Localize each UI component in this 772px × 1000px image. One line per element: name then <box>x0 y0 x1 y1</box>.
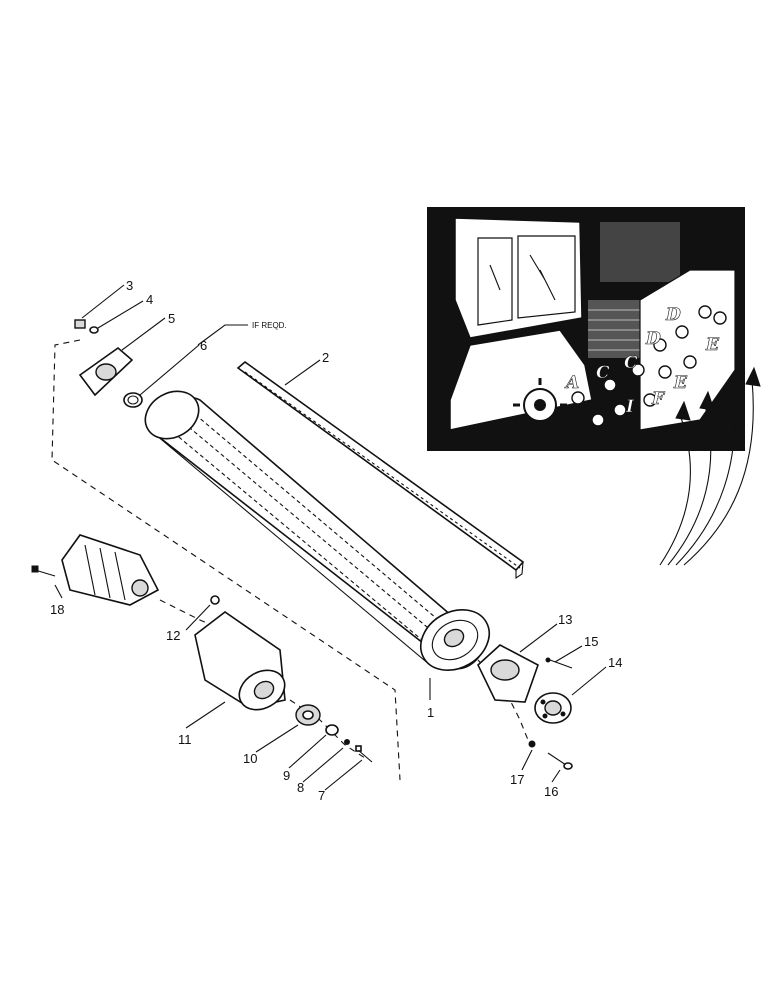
callout-8: 8 <box>297 780 304 795</box>
part-16-bolt <box>547 752 573 770</box>
part-13-bearing-housing <box>477 644 539 703</box>
callout-6: 6 <box>200 338 207 353</box>
callout-16: 16 <box>544 784 558 799</box>
callout-7: 7 <box>318 788 325 803</box>
callout-11: 11 <box>178 732 192 747</box>
callout-12: 12 <box>166 628 180 643</box>
inset-letter-d-1: D <box>645 329 661 349</box>
part-1-drum <box>144 390 490 671</box>
leader-lines <box>54 284 607 791</box>
inset-letter-d-2: D <box>665 305 681 325</box>
part-5-flange-plate <box>78 346 134 397</box>
inset-letter-c-1: C <box>596 363 610 383</box>
callout-2: 2 <box>322 350 329 365</box>
callout-17: 17 <box>510 772 524 787</box>
if-reqd-note: IF REQD. <box>252 321 287 330</box>
inset-letter-c-2: C <box>624 353 638 373</box>
part-10-sprocket <box>295 704 321 726</box>
callout-4: 4 <box>146 292 153 307</box>
part-17-nut <box>528 740 536 748</box>
callout-10: 10 <box>243 751 257 766</box>
part-14-bearing <box>534 692 572 724</box>
inset-letter-e-2: E <box>673 373 688 393</box>
inset-letter-e-1: E <box>705 335 720 355</box>
callout-18: 18 <box>50 602 64 617</box>
callout-1: 1 <box>427 705 434 720</box>
inset-cab-panel: A C C D D E E F I <box>427 207 745 451</box>
part-18-screw <box>31 565 56 577</box>
part-8-washer <box>344 739 350 745</box>
part-12-nut <box>210 595 220 605</box>
callout-9: 9 <box>283 768 290 783</box>
hydraulic-motor <box>61 534 160 606</box>
part-9-spacer <box>325 724 339 736</box>
inset-letter-f: F <box>651 389 666 409</box>
part-2-toothed-strip <box>236 360 525 580</box>
callout-3: 3 <box>126 278 133 293</box>
part-4-washer <box>89 326 99 334</box>
callout-13: 13 <box>558 612 572 627</box>
part-6-o-ring <box>123 392 143 408</box>
inset-letter-i: I <box>625 397 635 417</box>
inset-pointer-arrows <box>659 366 761 566</box>
callout-15: 15 <box>584 634 598 649</box>
part-3-bolt <box>74 319 86 329</box>
part-15-pin <box>545 657 573 669</box>
inset-letter-a: A <box>564 373 579 393</box>
part-7-bolt <box>355 745 373 763</box>
callout-5: 5 <box>168 311 175 326</box>
callout-labels: 3 4 5 6 IF REQD. 2 1 18 12 11 10 9 8 7 1… <box>50 278 622 803</box>
callout-14: 14 <box>608 655 622 670</box>
part-11-housing <box>194 611 286 711</box>
